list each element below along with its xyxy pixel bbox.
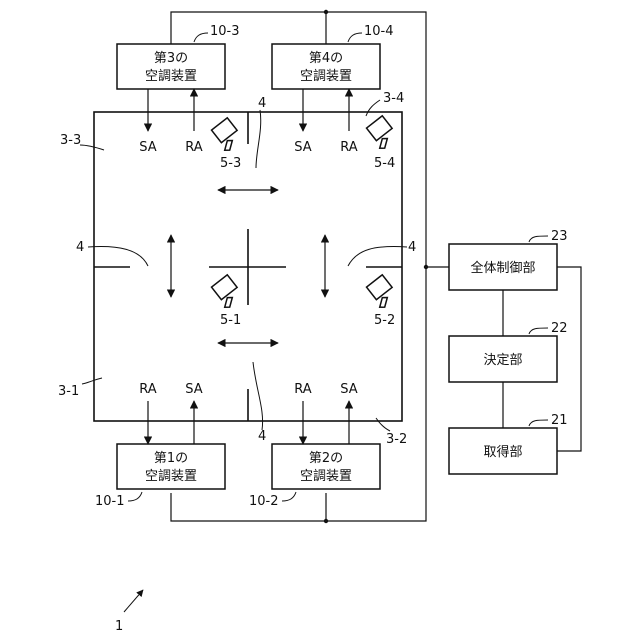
ac2-line1: 第2の [309, 451, 343, 466]
ref-partition-right: 4 [408, 240, 416, 255]
room [94, 112, 402, 421]
ref-zone-3-1: 3-1 [58, 384, 79, 399]
ref-camera-5-4: 5-4 [374, 156, 395, 171]
acquisition-unit: 取得部 [449, 428, 557, 474]
ref-overall-control: 23 [551, 229, 568, 244]
ref-10-1: 10-1 [95, 494, 125, 509]
ac1-line1: 第1の [154, 451, 188, 466]
air-conditioner-4: 第4の 空調装置 [272, 44, 380, 89]
ac3-line1: 第3の [154, 51, 188, 66]
ref-system: 1 [115, 619, 123, 634]
overall-control-unit: 全体制御部 [449, 244, 557, 290]
air-conditioner-2: 第2の 空調装置 [272, 444, 380, 489]
ref-10-2: 10-2 [249, 494, 279, 509]
ac3-line2: 空調装置 [145, 69, 197, 84]
air-conditioner-3: 第3の 空調装置 [117, 44, 225, 89]
ac1-line2: 空調装置 [145, 469, 197, 484]
ref-zone-3-2: 3-2 [386, 432, 407, 447]
junction-right [424, 265, 428, 269]
sa-label-ac3: SA [139, 140, 156, 155]
decision-unit: 決定部 [449, 336, 557, 382]
ref-camera-5-2: 5-2 [374, 313, 395, 328]
ra-label-ac1: RA [139, 382, 157, 397]
overall-control-label: 全体制御部 [470, 260, 535, 276]
ref-partition-left: 4 [76, 240, 84, 255]
sa-label-ac4: SA [294, 140, 311, 155]
ref-camera-5-3: 5-3 [220, 156, 241, 171]
camera-icon-5-1 [212, 275, 238, 310]
air-conditioner-1: 第1の 空調装置 [117, 444, 225, 489]
ac2-line2: 空調装置 [300, 469, 352, 484]
ra-label-ac3: RA [185, 140, 203, 155]
leader-lines [80, 33, 548, 612]
camera-icon-5-3 [212, 118, 238, 153]
camera-icon-5-2 [367, 275, 393, 310]
ref-partition-top: 4 [258, 96, 266, 111]
ref-zone-3-3: 3-3 [60, 133, 81, 148]
ref-10-4: 10-4 [364, 24, 394, 39]
ref-partition-bottom: 4 [258, 429, 266, 444]
ra-label-ac4: RA [340, 140, 358, 155]
reference-labels: 10-3 10-4 10-1 10-2 3-3 3-4 3-1 3-2 5-3 … [58, 24, 568, 634]
ref-zone-3-4: 3-4 [383, 91, 404, 106]
ac4-line1: 第4の [309, 51, 343, 66]
sa-label-ac2: SA [340, 382, 357, 397]
ra-label-ac2: RA [294, 382, 312, 397]
acquisition-label: 取得部 [483, 444, 522, 460]
junction-bottom [324, 519, 328, 523]
ref-10-3: 10-3 [210, 24, 240, 39]
decision-label: 決定部 [483, 353, 522, 368]
sa-label-ac1: SA [185, 382, 202, 397]
camera-icon-5-4 [367, 116, 393, 151]
junction-top [324, 10, 328, 14]
ref-camera-5-1: 5-1 [220, 313, 241, 328]
ref-acquisition: 21 [551, 413, 568, 428]
ac4-line2: 空調装置 [300, 69, 352, 84]
ref-decision: 22 [551, 321, 568, 336]
